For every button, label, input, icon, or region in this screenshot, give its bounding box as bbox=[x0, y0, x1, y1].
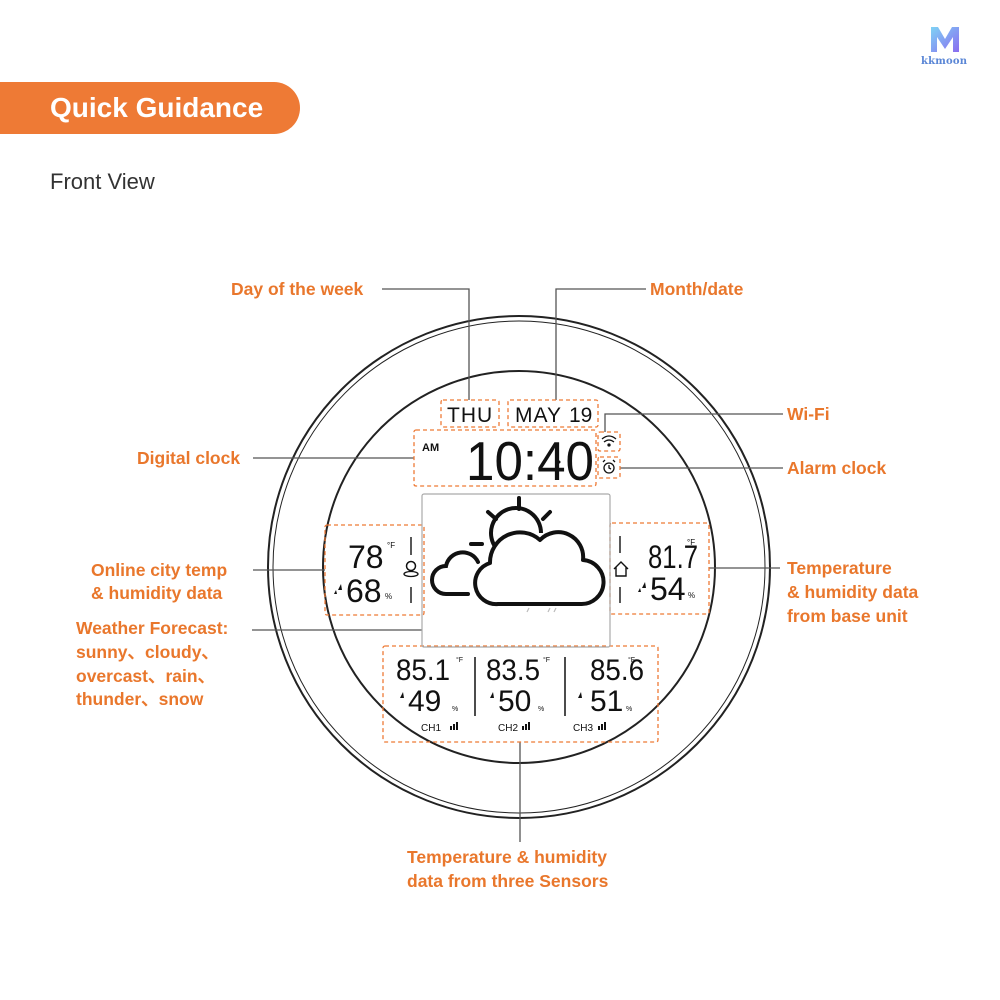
ch2-signal-icon bbox=[522, 722, 530, 730]
banner-title: Quick Guidance bbox=[50, 92, 264, 123]
logo-m-icon bbox=[931, 27, 959, 52]
box-clock bbox=[413, 429, 597, 487]
leader-lines bbox=[252, 288, 783, 842]
label-base-unit-1: Temperature bbox=[787, 558, 892, 578]
alarm-clock-icon bbox=[602, 459, 616, 474]
highlight-boxes bbox=[324, 399, 710, 743]
sun-rays bbox=[469, 496, 552, 546]
label-forecast-3: overcast、rain、 bbox=[76, 666, 216, 686]
lcd-city-temp: 78 bbox=[348, 539, 384, 575]
lcd-ch1-hum-unit: % bbox=[452, 706, 458, 713]
channel-dividers bbox=[474, 657, 566, 716]
city-humidity-drop-icon bbox=[334, 584, 342, 594]
weather-forecast-icon bbox=[430, 496, 606, 613]
lcd-ch3-label: CH3 bbox=[573, 723, 593, 734]
wifi-icon bbox=[601, 435, 617, 447]
label-online-city-1: Online city temp bbox=[91, 560, 228, 580]
outer-ring bbox=[267, 315, 771, 819]
label-online-city-2: & humidity data bbox=[91, 583, 223, 603]
box-wifi bbox=[597, 431, 621, 452]
rain-marks bbox=[526, 607, 557, 613]
base-humidity-drop-icon bbox=[638, 582, 646, 592]
lcd-city-humidity: 68 bbox=[346, 573, 382, 609]
label-month-date: Month/date bbox=[650, 279, 744, 299]
location-pin-icon bbox=[403, 560, 419, 578]
box-forecast bbox=[421, 493, 611, 648]
leader-month bbox=[555, 288, 646, 400]
label-base-unit-2: & humidity data bbox=[787, 582, 919, 602]
label-forecast-2: sunny、cloudy、 bbox=[76, 642, 219, 662]
lcd-ch3-hum-unit: % bbox=[626, 706, 632, 713]
ch3-signal-icon bbox=[598, 722, 606, 730]
lcd-ch1-humidity: 49 bbox=[408, 685, 441, 718]
lcd-month: MAY bbox=[515, 404, 562, 427]
box-sensors bbox=[382, 645, 659, 743]
box-month bbox=[507, 399, 599, 428]
lcd-ch2-temp-unit: °F bbox=[543, 656, 550, 664]
lcd-ch1-temp-unit: °F bbox=[456, 656, 463, 664]
label-forecast-4: thunder、snow bbox=[76, 689, 204, 709]
leader-day bbox=[382, 288, 470, 400]
lcd-ch1-label: CH1 bbox=[421, 723, 441, 734]
lcd-ch3-temp-unit: °F bbox=[628, 656, 635, 664]
label-base-unit-3: from base unit bbox=[787, 606, 908, 626]
label-forecast-1: Weather Forecast: bbox=[76, 618, 229, 638]
colon-dot-icon bbox=[557, 460, 561, 464]
lcd-base-hum-unit: % bbox=[688, 591, 695, 600]
lcd-city-hum-unit: % bbox=[385, 592, 392, 601]
lcd-ch2-hum-unit: % bbox=[538, 706, 544, 713]
lcd-base-temp-unit: °F bbox=[687, 538, 695, 547]
lcd-date: 19 bbox=[569, 404, 592, 427]
label-wifi: Wi-Fi bbox=[787, 404, 830, 424]
label-sensors-1: Temperature & humidity bbox=[407, 847, 607, 867]
outer-ring-inner-edge bbox=[272, 320, 766, 814]
lcd-base-temp: 81.7 bbox=[648, 539, 698, 575]
lcd-ch3-temp: 85.6 bbox=[590, 654, 644, 687]
display-ring bbox=[322, 370, 716, 764]
label-alarm-clock: Alarm clock bbox=[787, 458, 887, 478]
sun-icon bbox=[489, 506, 543, 550]
label-digital-clock: Digital clock bbox=[137, 448, 241, 468]
lcd-ch2-humidity: 50 bbox=[498, 685, 531, 718]
house-icon bbox=[613, 561, 629, 577]
lcd-city-temp-unit: °F bbox=[387, 541, 395, 550]
lcd-ch2-label: CH2 bbox=[498, 723, 518, 734]
signal-icons bbox=[450, 722, 606, 730]
lcd-ch3-humidity: 51 bbox=[590, 685, 623, 718]
title-banner bbox=[0, 82, 300, 134]
lcd-ch2-temp: 83.5 bbox=[486, 654, 540, 687]
lcd-ch1-temp: 85.1 bbox=[396, 654, 450, 687]
box-city bbox=[324, 524, 425, 616]
label-day-of-week: Day of the week bbox=[231, 279, 364, 299]
label-sensors-2: data from three Sensors bbox=[407, 871, 609, 891]
lcd-day: THU bbox=[447, 404, 493, 427]
leader-wifi bbox=[604, 413, 783, 432]
section-subtitle: Front View bbox=[50, 169, 155, 194]
lcd-base-humidity: 54 bbox=[650, 571, 686, 607]
ch1-signal-icon bbox=[450, 722, 458, 730]
small-cloud-icon bbox=[430, 550, 480, 596]
lcd-readouts: THU MAY 19 AM 10:40 78 °F 68 % 81.7 °F 5… bbox=[346, 404, 698, 734]
brand-logo: kkmoon bbox=[921, 22, 981, 78]
lcd-time: 10:40 bbox=[466, 430, 594, 492]
box-day bbox=[440, 399, 500, 428]
lcd-ampm: AM bbox=[422, 442, 439, 454]
logo-text: kkmoon bbox=[921, 56, 968, 67]
box-alarm bbox=[597, 456, 621, 479]
box-base bbox=[609, 522, 710, 615]
channel-humidity-drop-icons bbox=[400, 692, 582, 698]
cloud-icon bbox=[473, 530, 606, 607]
